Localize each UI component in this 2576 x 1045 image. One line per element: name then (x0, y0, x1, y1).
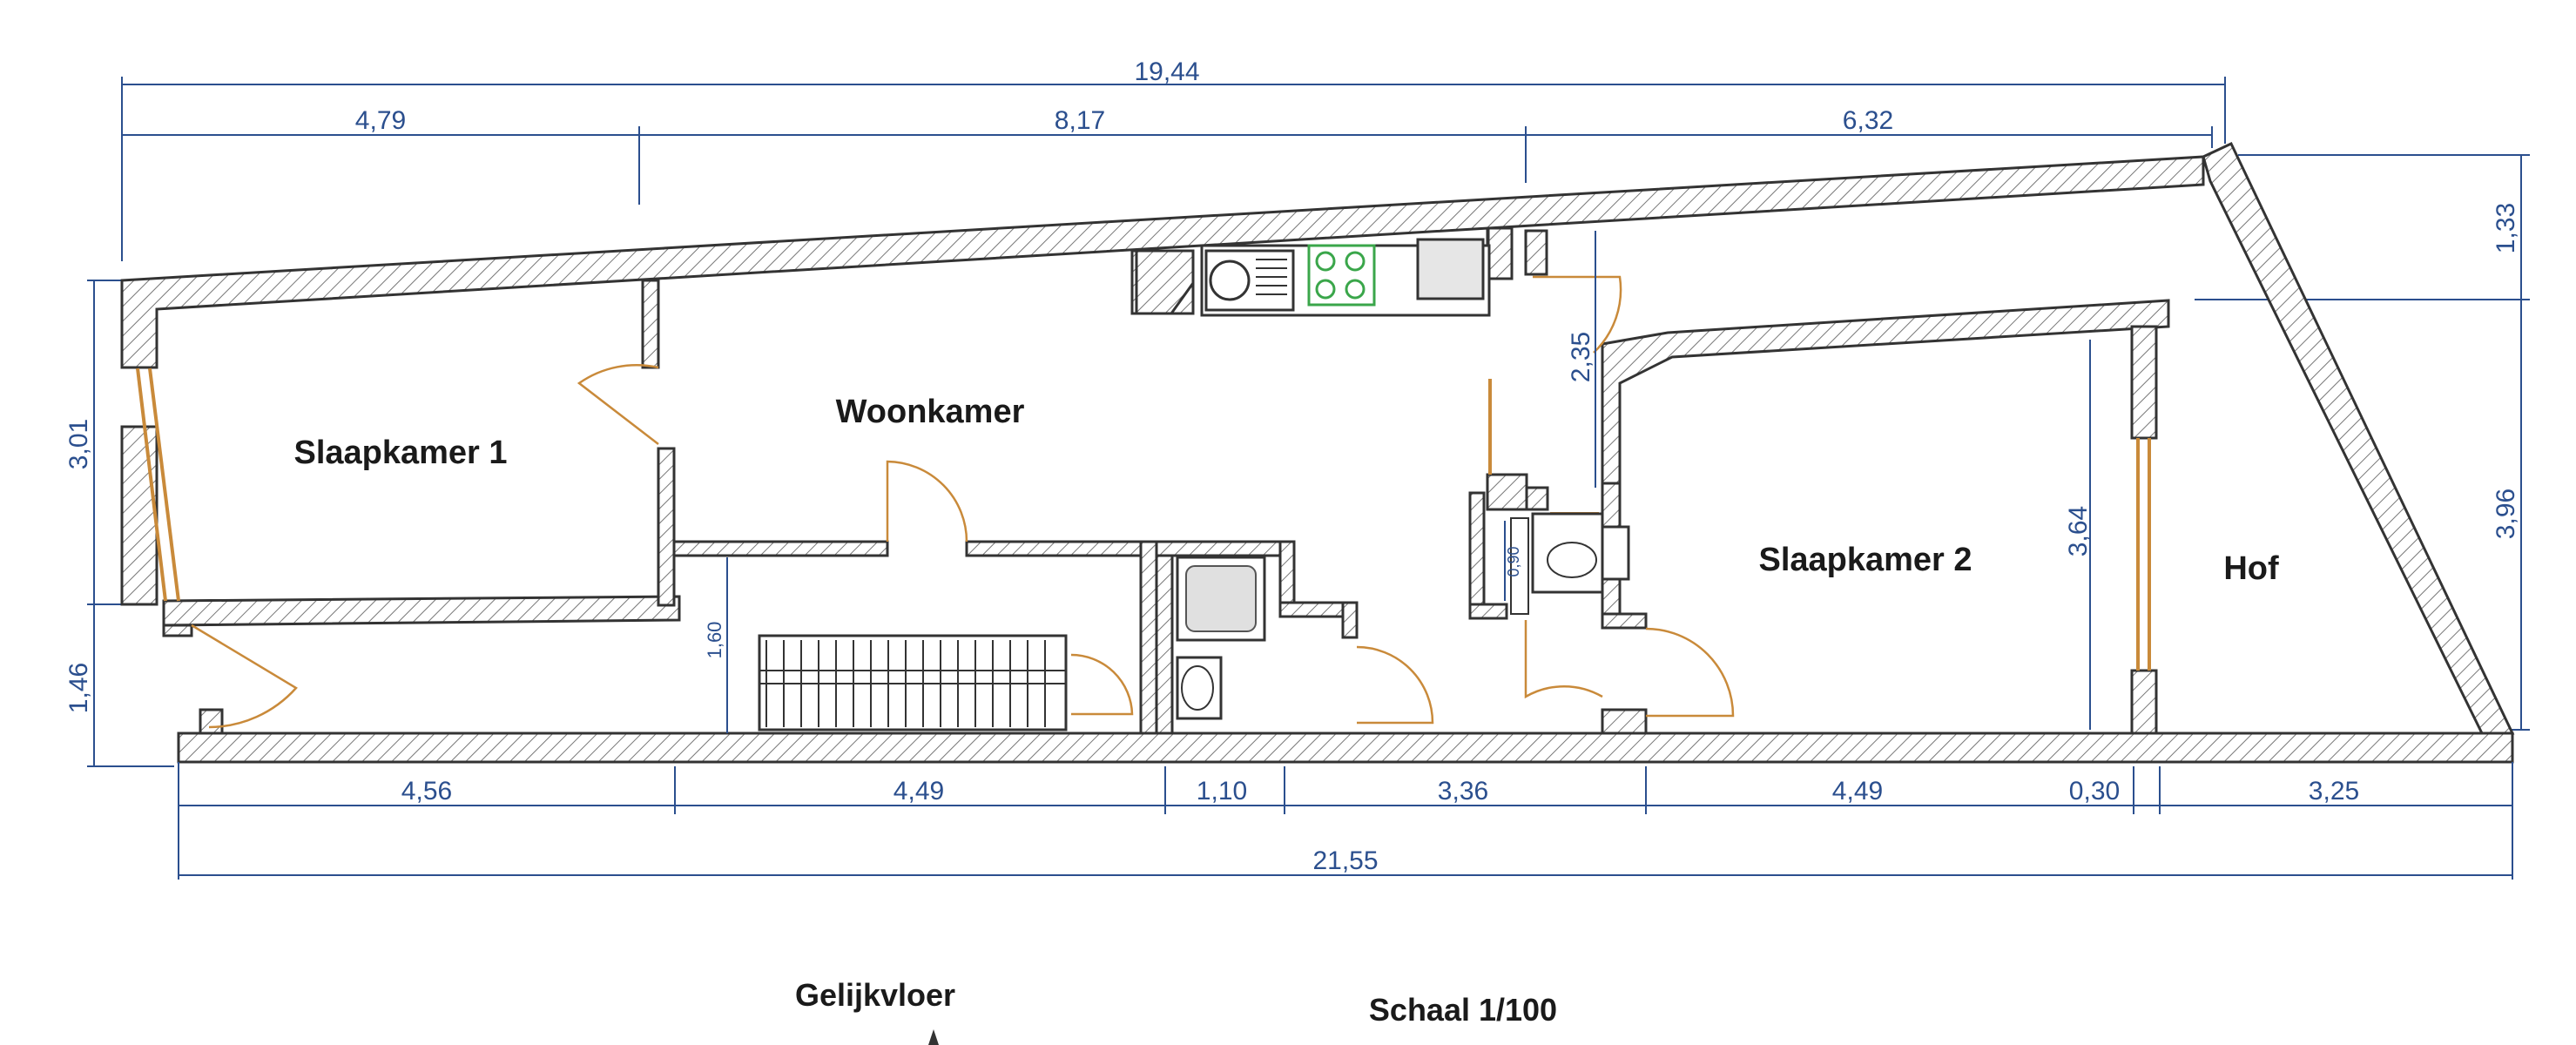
room-label-slaapkamer2: Slaapkamer 2 (1758, 542, 1972, 578)
kitchen (1135, 238, 1491, 317)
dim-top-b: 8,17 (1055, 106, 1105, 135)
interior-walls (641, 226, 2170, 735)
dim-left-a: 3,01 (64, 419, 93, 469)
shower-drain-icon (1185, 565, 1257, 632)
dim-bottom-g: 3,25 (2309, 777, 2359, 806)
doors (191, 275, 1735, 729)
drain-board-icon (1256, 259, 1287, 295)
dim-bottom-b: 4,49 (894, 777, 944, 806)
right-dimensions: 1,33 3,96 (2195, 154, 2530, 731)
dim-bottom-a: 4,56 (401, 777, 452, 806)
door-entrance (191, 624, 298, 729)
dim-right-a: 1,33 (2492, 203, 2520, 253)
room-labels: Slaapkamer 1 Woonkamer Slaapkamer 2 Hof (293, 394, 2279, 587)
door-stair-closet (1070, 653, 1134, 716)
windows (136, 367, 2151, 671)
captions: Gelijkvloer Schaal 1/100 (795, 977, 1557, 1045)
bathroom (1155, 512, 1630, 735)
door-hall (1533, 275, 1622, 354)
dim-left-b: 1,46 (64, 663, 93, 713)
dim-bedroom2-depth: 3,64 (2064, 506, 2093, 556)
interior-dimensions: 2,35 1,60 0,90 3,64 (704, 231, 2093, 733)
dim-top-total: 19,44 (1134, 57, 1199, 86)
dim-toilet-width: 0,90 (1505, 546, 1522, 576)
dim-bottom-total: 21,55 (1312, 846, 1378, 875)
dim-hall-height: 2,35 (1567, 332, 1595, 382)
dim-bottom-d: 3,36 (1438, 777, 1488, 806)
room-label-hof: Hof (2223, 550, 2279, 587)
north-arrow-icon (928, 1029, 939, 1045)
window-bedroom1 (136, 367, 167, 602)
dim-right-b: 3,96 (2492, 489, 2520, 539)
door-bedroom2 (1645, 627, 1735, 718)
bottom-dimensions: 4,56 4,49 1,10 3,36 4,49 0,30 3,25 21,55 (178, 762, 2513, 880)
toilet-cistern (1601, 525, 1630, 581)
fridge (1416, 238, 1485, 300)
top-dimensions: 19,44 4,79 8,17 6,32 (121, 57, 2226, 261)
stairs (758, 634, 1068, 732)
door-stairs (886, 460, 968, 543)
outer-walls (120, 142, 2515, 764)
dim-stair-width: 1,60 (704, 622, 725, 659)
door-bedroom1 (577, 363, 659, 445)
dim-bottom-c: 1,10 (1197, 777, 1247, 806)
stair-treads (765, 640, 1046, 727)
dim-top-c: 6,32 (1843, 106, 1893, 135)
room-label-slaapkamer1: Slaapkamer 1 (293, 435, 507, 471)
dim-bottom-f: 0,30 (2069, 777, 2120, 806)
scale-caption: Schaal 1/100 (1369, 992, 1557, 1028)
room-label-woonkamer: Woonkamer (836, 394, 1025, 430)
door-bathroom (1356, 645, 1434, 725)
floor-caption: Gelijkvloer (795, 977, 955, 1013)
door-toilet (1524, 620, 1603, 699)
dim-bottom-e: 4,49 (1832, 777, 1883, 806)
dim-top-a: 4,79 (355, 106, 406, 135)
